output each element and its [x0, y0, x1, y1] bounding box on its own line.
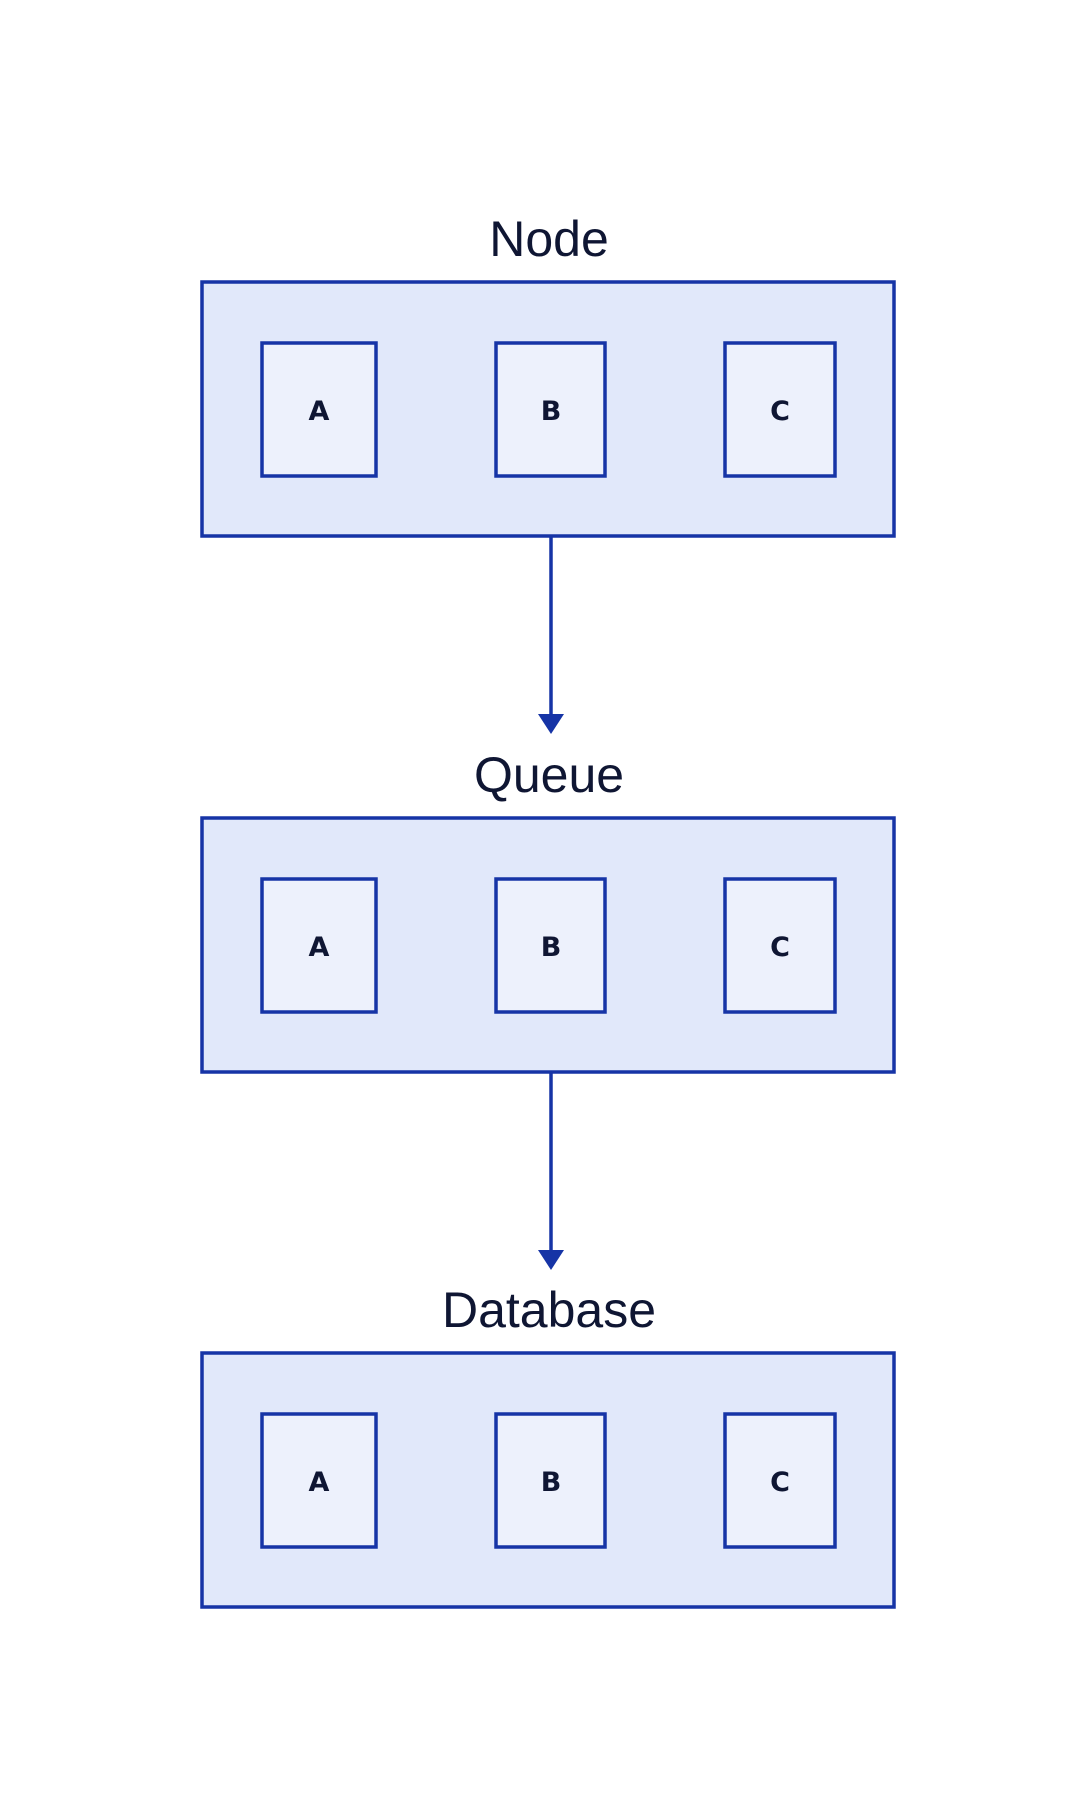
group-node: Node A B C: [200, 211, 896, 538]
connector-node-to-queue: [538, 536, 564, 734]
component-box: [494, 1412, 607, 1549]
component-b: B: [494, 877, 607, 1014]
arrow-down-icon: [538, 714, 564, 734]
component-b: B: [494, 341, 607, 478]
component-box: [260, 341, 378, 478]
group-title-queue: Queue: [474, 747, 624, 803]
component-box: [494, 877, 607, 1014]
component-label: A: [309, 396, 330, 427]
group-title-database: Database: [442, 1282, 656, 1338]
component-c: C: [723, 1412, 837, 1549]
component-label: C: [770, 932, 790, 963]
component-label: B: [541, 396, 562, 427]
group-queue: Queue A B C: [200, 747, 896, 1074]
component-box: [260, 1412, 378, 1549]
component-box: [723, 341, 837, 478]
component-b: B: [494, 1412, 607, 1549]
component-a: A: [260, 341, 378, 478]
component-label: A: [309, 932, 330, 963]
component-label: C: [770, 1467, 790, 1498]
component-label: A: [309, 1467, 330, 1498]
component-box: [723, 877, 837, 1014]
component-c: C: [723, 341, 837, 478]
connector-queue-to-database: [538, 1072, 564, 1270]
component-a: A: [260, 1412, 378, 1549]
component-label: B: [541, 1467, 562, 1498]
component-label: B: [541, 932, 562, 963]
group-title-node: Node: [489, 211, 609, 267]
component-a: A: [260, 877, 378, 1014]
component-c: C: [723, 877, 837, 1014]
component-label: C: [770, 396, 790, 427]
group-database: Database A B C: [200, 1282, 896, 1609]
component-box: [723, 1412, 837, 1549]
arrow-down-icon: [538, 1250, 564, 1270]
component-box: [494, 341, 607, 478]
component-box: [260, 877, 378, 1014]
